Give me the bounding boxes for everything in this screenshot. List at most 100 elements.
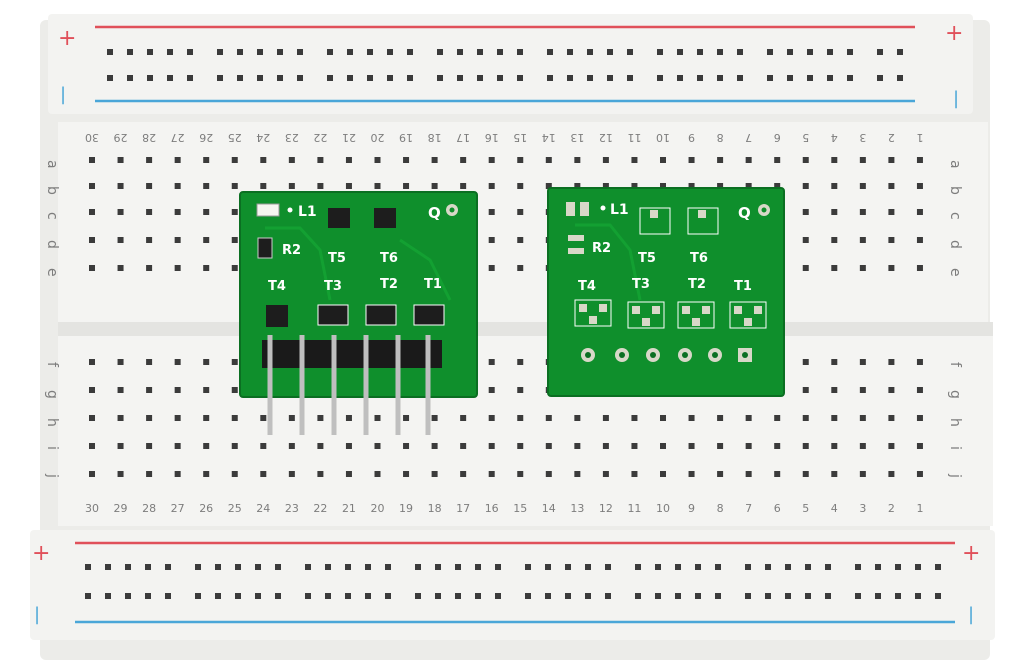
smd-pad — [744, 318, 752, 326]
rail-hole — [255, 593, 261, 599]
row-letter: i — [44, 446, 60, 450]
row-letter: d — [44, 240, 60, 249]
smd-pad — [599, 304, 607, 312]
terminal-hole — [231, 265, 238, 271]
terminal-hole — [831, 237, 838, 243]
row-letter: i — [947, 446, 963, 450]
row-letter: d — [947, 240, 963, 249]
rail-hole — [547, 49, 553, 55]
rail-hole — [365, 593, 371, 599]
terminal-hole — [916, 237, 923, 243]
terminal-hole — [488, 359, 495, 365]
trace — [575, 223, 642, 301]
row-letter: c — [44, 212, 60, 220]
rail-hole — [327, 49, 333, 55]
label-t3: T3 — [632, 277, 650, 292]
row-letter: h — [44, 418, 60, 427]
rail-hole — [297, 49, 303, 55]
rail-hole — [715, 593, 721, 599]
column-number: 2 — [888, 131, 895, 144]
terminal-hole — [688, 415, 695, 421]
terminal-hole — [888, 359, 895, 365]
column-number: 24 — [256, 131, 270, 144]
column-number: 23 — [285, 131, 299, 144]
smd-pad — [692, 318, 700, 326]
bottom-terminal-strip — [58, 336, 993, 526]
terminal-hole — [802, 359, 809, 365]
rail-hole — [677, 75, 683, 81]
terminal-hole — [745, 183, 752, 189]
rail-hole — [237, 75, 243, 81]
smd-pad — [642, 318, 650, 326]
terminal-hole — [517, 157, 524, 163]
terminal-hole — [317, 415, 324, 421]
r2-pad — [568, 235, 584, 241]
terminal-hole — [317, 183, 324, 189]
terminal-hole — [574, 157, 581, 163]
terminal-hole — [831, 387, 838, 393]
rail-hole — [517, 75, 523, 81]
rail-hole — [497, 75, 503, 81]
rail-hole — [305, 564, 311, 570]
top-power-rail — [48, 14, 973, 114]
terminal-hole — [345, 443, 352, 449]
terminal-hole — [231, 157, 238, 163]
rail-hole — [715, 564, 721, 570]
column-number: 19 — [399, 502, 413, 515]
terminal-hole — [174, 359, 181, 365]
terminal-hole — [774, 415, 781, 421]
rail-hole — [607, 49, 613, 55]
rail-hole — [235, 593, 241, 599]
terminal-hole — [802, 157, 809, 163]
terminal-hole — [802, 443, 809, 449]
rail-hole — [627, 75, 633, 81]
terminal-hole — [374, 471, 381, 477]
terminal-hole — [602, 183, 609, 189]
terminal-hole — [203, 157, 210, 163]
terminal-hole — [916, 265, 923, 271]
terminal-hole — [117, 387, 124, 393]
terminal-hole — [545, 443, 552, 449]
terminal-hole — [488, 265, 495, 271]
board-bare: L1 Q R2 T5 T6 T4 T3 T2 T1 — [547, 187, 785, 397]
terminal-hole — [717, 415, 724, 421]
rail-hole — [435, 564, 441, 570]
rail-hole — [585, 593, 591, 599]
rail-hole — [787, 49, 793, 55]
through-hole — [585, 352, 591, 358]
terminal-hole — [431, 443, 438, 449]
terminal-hole — [288, 443, 295, 449]
rail-hole — [105, 593, 111, 599]
column-number: 17 — [456, 502, 470, 515]
rail-hole — [327, 75, 333, 81]
column-number: 26 — [199, 131, 213, 144]
terminal-hole — [688, 157, 695, 163]
rail-hole — [787, 75, 793, 81]
smd-pad — [702, 306, 710, 314]
terminal-hole — [317, 443, 324, 449]
terminal-hole — [146, 209, 153, 215]
column-number: 21 — [342, 502, 356, 515]
row-letter: f — [947, 362, 963, 368]
terminal-hole — [802, 209, 809, 215]
rail-hole — [565, 564, 571, 570]
column-number: 27 — [171, 131, 185, 144]
led-pad — [580, 202, 589, 216]
rail-hole — [347, 75, 353, 81]
rail-hole — [237, 49, 243, 55]
terminal-hole — [831, 359, 838, 365]
smd-pad — [682, 306, 690, 314]
r2-pad — [568, 248, 584, 254]
rail-hole — [545, 593, 551, 599]
rail-hole — [657, 49, 663, 55]
pcb-bare-edge — [547, 187, 785, 397]
terminal-hole — [231, 183, 238, 189]
label-t6: T6 — [380, 251, 398, 266]
terminal-hole — [260, 443, 267, 449]
rail-hole — [257, 49, 263, 55]
terminal-hole — [89, 183, 95, 189]
smd-pad — [754, 306, 762, 314]
through-hole — [682, 352, 688, 358]
rail-hole — [85, 564, 91, 570]
